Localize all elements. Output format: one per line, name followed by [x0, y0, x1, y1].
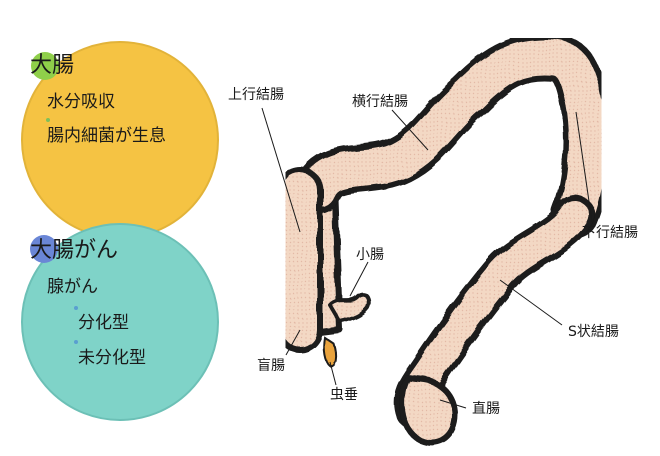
label-descending-colon: 下行結腸: [582, 225, 638, 241]
small-intestine-shape: [328, 292, 372, 324]
label-small-intestine: 小腸: [356, 247, 384, 263]
appendix-shape: [323, 336, 338, 368]
leader-small-intestine: [349, 261, 369, 297]
bullet-dot: [74, 306, 78, 310]
leader-rectum: [439, 399, 467, 409]
colorectal-cancer-subitem-1: 分化型: [78, 313, 129, 333]
bullet-dot: [46, 118, 50, 122]
leader-ascending: [261, 107, 301, 233]
leader-sigmoid: [499, 279, 563, 326]
label-cecum: 盲腸: [257, 358, 285, 374]
large-intestine-item-2: 腸内細菌が生息: [47, 126, 166, 146]
green-dot-marker: [31, 52, 59, 80]
leader-lines: [261, 107, 593, 409]
large-intestine-title: 大腸: [30, 53, 75, 78]
colorectal-cancer-subitem-2: 未分化型: [78, 348, 146, 368]
large-intestine-illustration: [277, 33, 611, 446]
label-transverse-colon: 横行結腸: [352, 94, 408, 110]
label-ascending-colon: 上行結腸: [228, 87, 284, 103]
colorectal-cancer-title: 大腸がん: [30, 238, 119, 263]
leader-appendix: [329, 361, 337, 386]
label-appendix: 虫垂: [330, 387, 358, 403]
bullet-dot: [74, 340, 78, 344]
large-intestine-item-1: 水分吸収: [47, 92, 115, 112]
label-sigmoid-colon: S状結腸: [568, 324, 619, 340]
colon-fill: [300, 39, 605, 233]
colorectal-cancer-item: 腺がん: [47, 277, 98, 297]
colorectal-cancer-circle: [21, 223, 219, 421]
leader-descending: [575, 111, 593, 223]
rectum-shape: [399, 375, 458, 446]
blue-dot-marker: [30, 235, 58, 263]
label-rectum: 直腸: [472, 401, 500, 417]
leader-transverse: [391, 109, 429, 151]
leader-cecum: [285, 329, 301, 356]
